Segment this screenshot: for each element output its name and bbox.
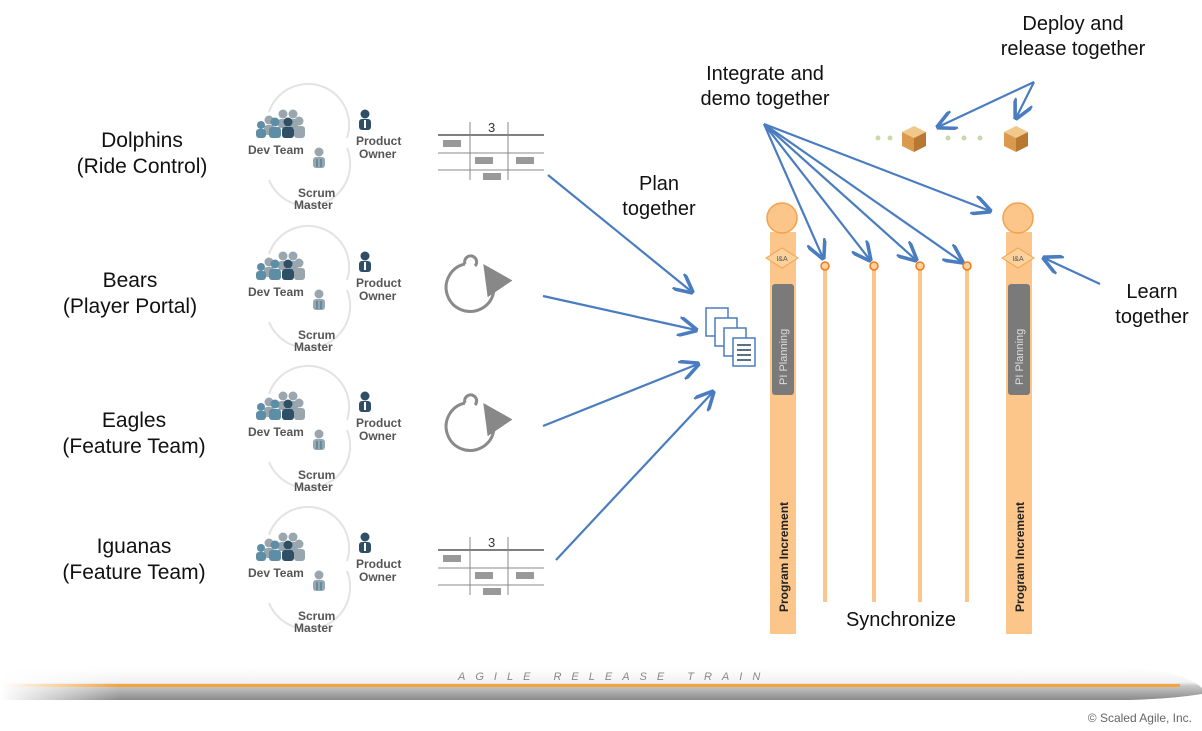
deploy-label-line2: release together — [1000, 38, 1146, 60]
plan-arrow — [555, 392, 713, 561]
ia-label: I&A — [776, 256, 788, 263]
role-dev-team: Dev Team — [248, 425, 304, 439]
ia-label: I&A — [1012, 256, 1024, 263]
kanban-board-icon: 3 — [437, 120, 545, 181]
iteration-cycle-icon — [446, 395, 494, 451]
agile-release-train: AGILE RELEASE TRAIN — [0, 668, 1202, 702]
integrate-demo-label: Integrate and demo together — [680, 62, 850, 112]
package-icon — [902, 126, 926, 152]
team-subtitle: (Player Portal) — [62, 295, 198, 318]
role-scrum: Scrum — [298, 609, 335, 623]
role-owner: Owner — [359, 147, 397, 161]
integrate-arrows — [762, 122, 990, 262]
deploy-arrows — [938, 81, 1035, 127]
role-master: Master — [294, 340, 333, 354]
team-label-eagles: Eagles (Feature Team) — [34, 408, 234, 460]
kanban-board-icon: 3 — [437, 535, 545, 596]
role-scrum: Scrum — [298, 328, 335, 342]
role-master: Master — [294, 480, 333, 494]
role-owner: Owner — [359, 429, 397, 443]
team-label-bears: Bears (Player Portal) — [30, 268, 230, 320]
learn-arrow — [1044, 258, 1101, 285]
learn-label-line2: together — [1115, 306, 1189, 328]
pi-planning-label: PI Planning — [1014, 329, 1026, 385]
board-number: 3 — [488, 535, 495, 550]
team-subtitle: (Feature Team) — [62, 435, 206, 458]
team-row-iguanas: Dev Team Product Owner Scrum Master — [248, 505, 401, 635]
deploy-release-label: Deploy and release together — [978, 12, 1168, 62]
role-product: Product — [356, 416, 401, 430]
team-name: Eagles — [101, 409, 167, 432]
role-product: Product — [356, 557, 401, 571]
role-product: Product — [356, 276, 401, 290]
plan-label-line2: together — [622, 198, 696, 220]
team-label-iguanas: Iguanas (Feature Team) — [34, 534, 234, 586]
role-owner: Owner — [359, 289, 397, 303]
team-row-eagles: Dev Team Product Owner Scrum Master — [248, 364, 401, 494]
plan-arrow — [542, 364, 698, 428]
iteration-cycle-icon — [446, 256, 494, 312]
iteration-lines — [820, 261, 972, 602]
role-scrum: Scrum — [298, 468, 335, 482]
package-icon — [1004, 126, 1028, 152]
team-name: Bears — [102, 269, 158, 292]
pi-planning-label: PI Planning — [778, 329, 790, 385]
team-name: Dolphins — [101, 129, 183, 152]
release-packages — [875, 126, 1028, 152]
role-dev-team: Dev Team — [248, 143, 304, 157]
pi-pillar-left: I&A PI Planning Program Increment — [765, 202, 799, 634]
plan-arrow — [547, 174, 692, 292]
role-product: Product — [356, 134, 401, 148]
synchronize-label: Synchronize — [845, 609, 957, 631]
plan-together-label: Plan together — [604, 172, 714, 222]
deploy-label-line1: Deploy and — [1022, 13, 1124, 35]
plan-arrows — [542, 174, 713, 561]
integrate-label-line1: Integrate and — [706, 63, 824, 85]
role-owner: Owner — [359, 570, 397, 584]
plan-label-line1: Plan — [638, 173, 680, 195]
team-row-bears: Dev Team Product Owner Scrum Master — [248, 224, 401, 354]
role-master: Master — [294, 621, 333, 635]
team-subtitle: (Ride Control) — [76, 155, 208, 178]
team-label-dolphins: Dolphins (Ride Control) — [42, 128, 242, 180]
role-master: Master — [294, 198, 333, 212]
documents-icon — [705, 307, 756, 367]
integrate-label-line2: demo together — [700, 88, 830, 110]
program-increment-label: Program Increment — [777, 502, 791, 612]
program-increment-label: Program Increment — [1013, 502, 1027, 612]
role-dev-team: Dev Team — [248, 566, 304, 580]
learn-together-label: Learn together — [1104, 280, 1200, 330]
train-label: AGILE RELEASE TRAIN — [457, 671, 770, 683]
team-subtitle: (Feature Team) — [62, 561, 206, 584]
role-scrum: Scrum — [298, 186, 335, 200]
board-number: 3 — [488, 120, 495, 135]
team-name: Iguanas — [96, 535, 172, 558]
learn-label-line1: Learn — [1126, 281, 1178, 303]
copyright-notice: © Scaled Agile, Inc. — [1087, 711, 1192, 725]
plan-arrow — [542, 294, 696, 330]
team-row-dolphins: Dev Team Product Owner Scrum Master — [248, 82, 401, 212]
role-dev-team: Dev Team — [248, 285, 304, 299]
pi-pillar-right: I&A PI Planning Program Increment — [1001, 202, 1035, 634]
